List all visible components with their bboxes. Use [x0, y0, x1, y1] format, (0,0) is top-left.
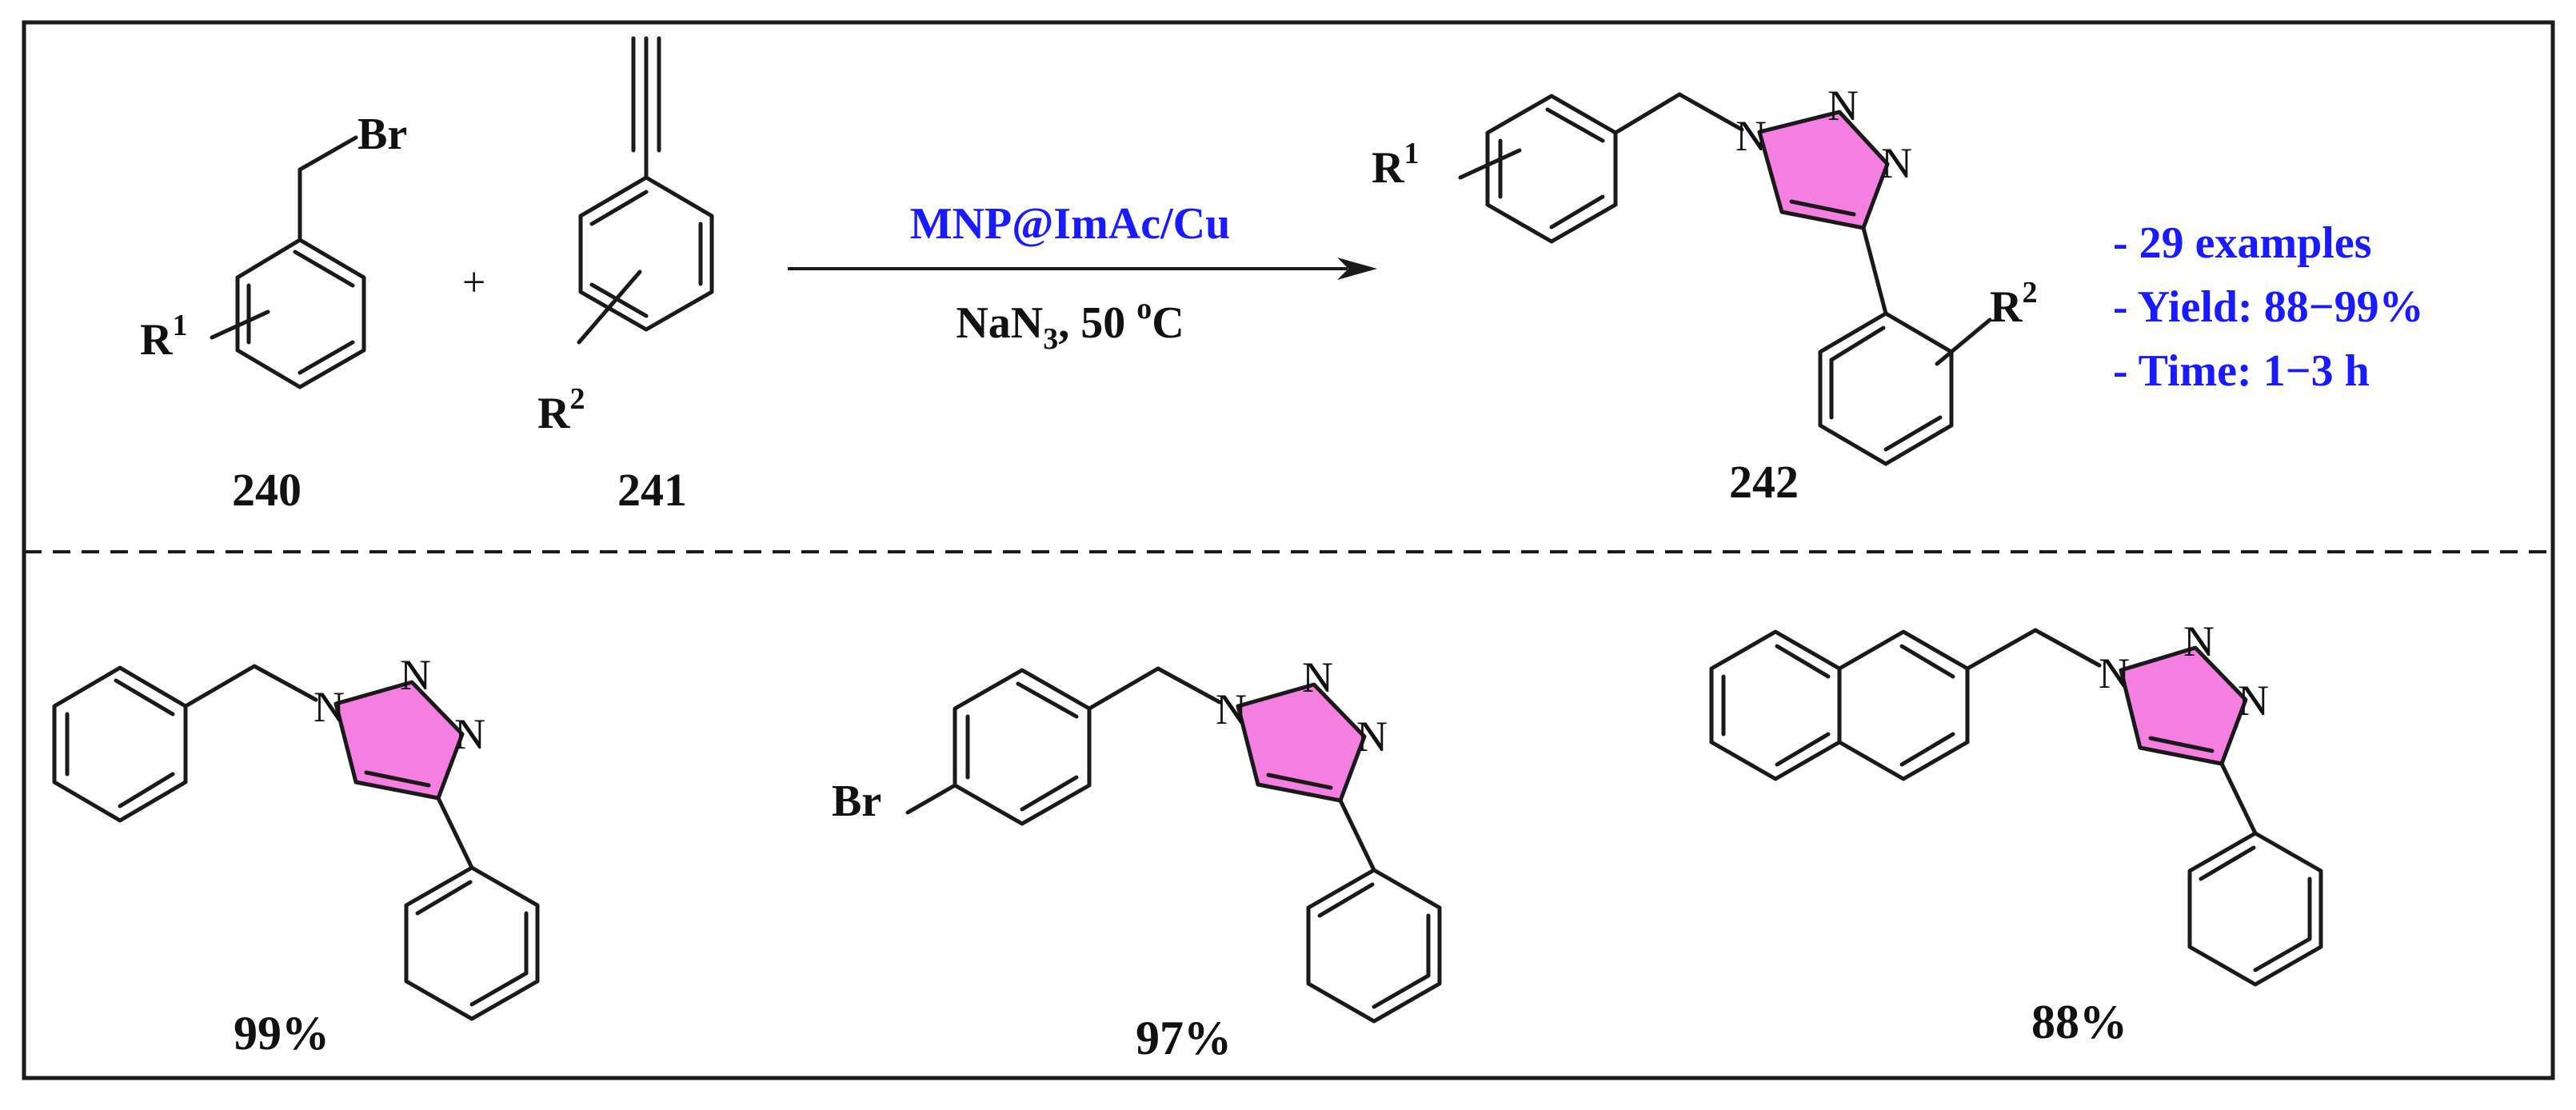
- n3-label: N: [2238, 677, 2269, 725]
- n2-label: N: [1827, 82, 1859, 130]
- yield-label: 88%: [2031, 996, 2127, 1048]
- triazole-highlight: [336, 682, 462, 798]
- yield-label: 99%: [234, 1007, 329, 1060]
- triazole-highlight: [1238, 685, 1364, 801]
- n1-label: N: [1735, 112, 1767, 160]
- conditions-label: NaN3, 50 oC: [956, 292, 1184, 356]
- reaction-arrow: MNP@ImAc/Cu NaN3, 50 oC: [788, 199, 1377, 356]
- example-1: N N N 99%: [52, 651, 540, 1060]
- plus-sign: +: [462, 260, 485, 305]
- n3-label: N: [1881, 139, 1912, 187]
- n2-label: N: [2183, 617, 2215, 665]
- triazole-highlight: [2121, 648, 2246, 764]
- n2-label: N: [400, 651, 431, 699]
- triazole-highlight: [1759, 112, 1887, 228]
- r2-label: R2: [537, 382, 585, 438]
- r2-label-product: R2: [1990, 276, 2037, 332]
- compound-241: R2 241: [537, 36, 714, 516]
- example-2: Br N N N 97%: [832, 653, 1442, 1064]
- summary-yield: - Yield: 88−99%: [2113, 282, 2424, 332]
- n3-label: N: [454, 710, 485, 758]
- r1-label-product: R1: [1372, 137, 1419, 193]
- n1-label: N: [314, 683, 345, 731]
- br-label: Br: [357, 110, 407, 159]
- summary-block: - 29 examples - Yield: 88−99% - Time: 1−…: [2113, 218, 2424, 396]
- compound-242: N N N R1 R2 242: [1372, 82, 2037, 508]
- n1-label: N: [1216, 685, 1247, 733]
- summary-time: - Time: 1−3 h: [2113, 346, 2370, 396]
- n2-label: N: [1302, 653, 1333, 701]
- compound-240-label: 240: [232, 464, 302, 516]
- example-3: N N N 88%: [1709, 617, 2323, 1048]
- compound-240: Br R1 240: [140, 110, 407, 516]
- br-label: Br: [832, 777, 881, 826]
- summary-examples: - 29 examples: [2113, 218, 2372, 268]
- n1-label: N: [2099, 649, 2130, 697]
- catalyst-label: MNP@ImAc/Cu: [910, 199, 1230, 249]
- compound-241-label: 241: [617, 464, 687, 516]
- compound-242-label: 242: [1729, 456, 1799, 508]
- yield-label: 97%: [1136, 1012, 1232, 1064]
- r1-label: R1: [140, 309, 187, 365]
- n3-label: N: [1356, 713, 1388, 761]
